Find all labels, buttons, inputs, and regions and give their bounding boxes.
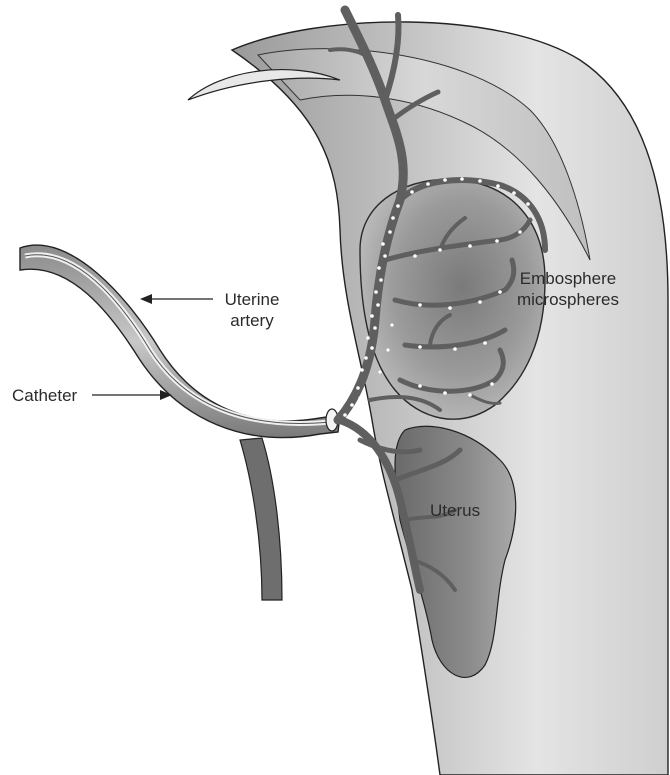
leader-uterine-artery [140,294,213,304]
label-uterine-artery-line2: artery [212,310,292,331]
leader-catheter [92,390,172,400]
label-uterine-artery: Uterine artery [212,289,292,331]
label-microspheres-line1: Embosphere [508,268,628,289]
label-uterus-text: Uterus [430,501,480,520]
label-uterine-artery-line1: Uterine [212,289,292,310]
label-microspheres: Embosphere microspheres [508,268,628,310]
label-catheter-text: Catheter [12,386,77,405]
label-microspheres-line2: microspheres [508,289,628,310]
label-catheter: Catheter [12,385,77,406]
label-uterus: Uterus [430,500,480,521]
